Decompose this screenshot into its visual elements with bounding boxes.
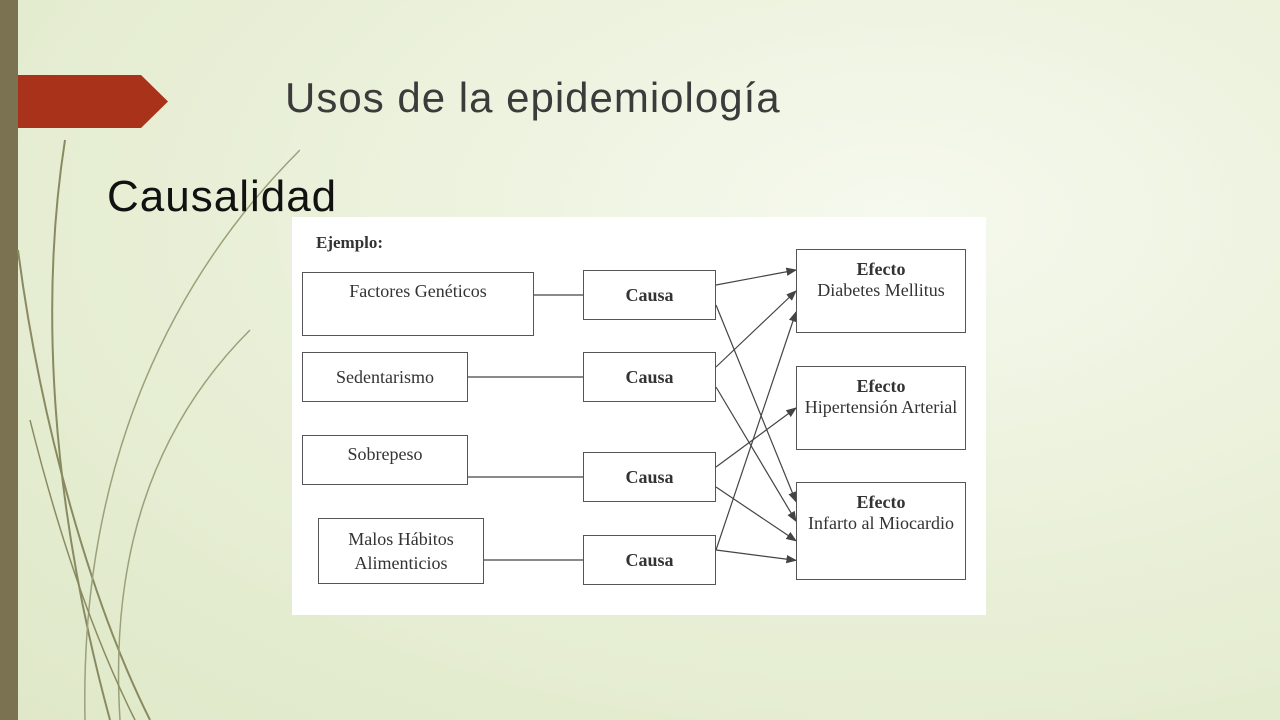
factor-label: Malos Hábitos Alimenticios: [348, 529, 454, 573]
effect-box-infarction: Efecto Infarto al Miocardio: [796, 482, 966, 580]
factor-box-overweight: Sobrepeso: [302, 435, 468, 485]
edge-c3-e2: [715, 407, 797, 468]
edge-c4-e3: [715, 549, 798, 564]
left-accent-bar: [0, 0, 18, 720]
decorative-swooshes: [17, 139, 300, 720]
edge-c2-e3: [715, 386, 797, 523]
cause-box-2: Causa: [583, 352, 716, 402]
cause-box-1: Causa: [583, 270, 716, 320]
edge-c2-e1: [715, 290, 797, 368]
effect-box-hypertension: Efecto Hipertensión Arterial: [796, 366, 966, 450]
edge-c1-e1: [715, 267, 798, 286]
factor-box-genetic: Factores Genéticos: [302, 272, 534, 336]
effect-label: Hipertensión Arterial: [804, 397, 958, 417]
effect-label: Diabetes Mellitus: [817, 280, 945, 300]
effect-heading: Efecto: [856, 376, 906, 396]
example-label: Ejemplo:: [316, 233, 384, 252]
title-arrow-marker: [18, 75, 168, 128]
edge-c4-e1: [715, 310, 797, 551]
slide-title: Usos de la epidemiología: [285, 74, 781, 121]
factor-label: Factores Genéticos: [349, 281, 487, 301]
factor-label: Sedentarismo: [336, 366, 434, 387]
factor-label: Sobrepeso: [347, 444, 423, 464]
cause-label: Causa: [625, 549, 674, 570]
edge-c3-e3: [715, 486, 797, 542]
causality-diagram: Ejemplo: Factores Genéticos Sedentarismo…: [292, 217, 986, 615]
factor-box-bad-habits: Malos Hábitos Alimenticios: [318, 518, 484, 584]
effect-heading: Efecto: [856, 492, 906, 512]
diagram-edges: [468, 267, 798, 564]
cause-label: Causa: [625, 466, 674, 487]
effect-heading: Efecto: [856, 259, 906, 279]
cause-box-3: Causa: [583, 452, 716, 502]
slide-subtitle: Causalidad: [107, 172, 338, 221]
factor-box-sedentarism: Sedentarismo: [302, 352, 468, 402]
cause-label: Causa: [625, 366, 674, 387]
cause-box-4: Causa: [583, 535, 716, 585]
effect-label: Infarto al Miocardio: [808, 513, 954, 533]
effect-box-diabetes: Efecto Diabetes Mellitus: [796, 249, 966, 333]
edge-c1-e3: [715, 304, 797, 503]
cause-label: Causa: [625, 284, 674, 305]
